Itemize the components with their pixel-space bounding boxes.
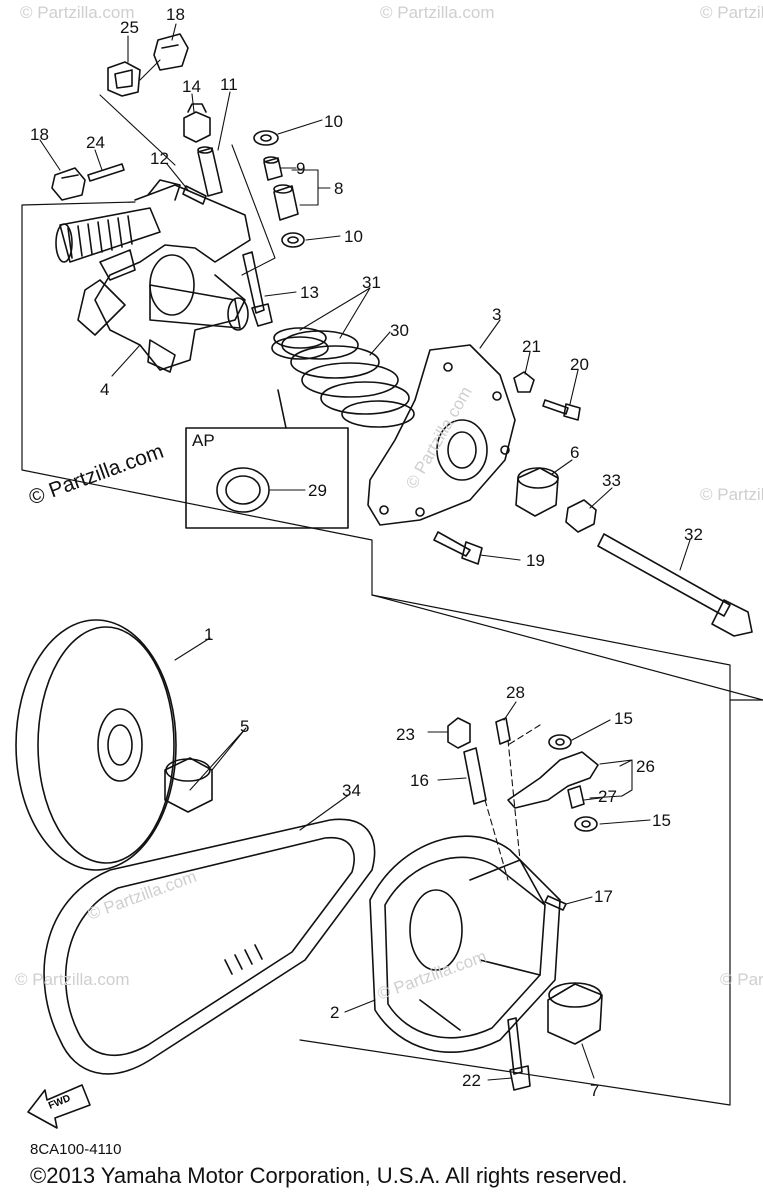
- fwd-arrow-icon: [27, 1084, 91, 1129]
- callout-5[interactable]: 5: [240, 717, 249, 736]
- callout-18[interactable]: 18: [166, 5, 185, 24]
- leader-line: [139, 59, 161, 81]
- faint-watermark: © Partzilla.com: [720, 970, 763, 989]
- callout-31[interactable]: 31: [362, 273, 381, 292]
- callout-26[interactable]: 26: [636, 757, 655, 776]
- bushing-part-7[interactable]: [547, 982, 603, 1045]
- callout-9[interactable]: 9: [296, 159, 305, 178]
- screw-part-12[interactable]: [182, 185, 207, 205]
- shim-part-29[interactable]: [216, 467, 270, 513]
- leader-line: [484, 724, 541, 881]
- faint-watermark: © Partzilla.com: [700, 3, 763, 22]
- pin-part-11[interactable]: [197, 146, 223, 197]
- callout-2[interactable]: 2: [330, 1003, 339, 1022]
- faint-watermark: © Partzilla.com: [402, 383, 476, 492]
- fwd-label: FWD: [47, 1093, 72, 1112]
- callout-16[interactable]: 16: [410, 771, 429, 790]
- callout-12[interactable]: 12: [150, 149, 169, 168]
- nut-part-23[interactable]: [447, 717, 471, 749]
- callout-15[interactable]: 15: [652, 811, 671, 830]
- bolt-part-22[interactable]: [507, 1017, 531, 1091]
- bushing-part-6[interactable]: [515, 467, 559, 517]
- bushing-part-8[interactable]: [273, 184, 299, 221]
- spring-part-30[interactable]: [281, 330, 415, 428]
- cap-part-3[interactable]: [367, 344, 516, 526]
- copyright-notice: ©2013 Yamaha Motor Corporation, U.S.A. A…: [30, 1163, 628, 1188]
- faint-watermarks: © Partzilla.com © Partzilla.com © Partzi…: [15, 3, 763, 1004]
- callout-10[interactable]: 10: [344, 227, 363, 246]
- callout-18[interactable]: 18: [30, 125, 49, 144]
- nut-part-21[interactable]: [513, 371, 535, 393]
- callout-17[interactable]: 17: [594, 887, 613, 906]
- spring-seat-part-31[interactable]: [271, 327, 329, 360]
- callout-13[interactable]: 13: [300, 283, 319, 302]
- washer-part-10-top[interactable]: [253, 130, 279, 146]
- bushing-part-27[interactable]: [567, 785, 585, 809]
- belt-part-34[interactable]: [43, 818, 376, 1075]
- faint-watermark: © Partzilla.com: [380, 3, 495, 22]
- bolt-part-20[interactable]: [542, 399, 581, 421]
- bushing-part-5[interactable]: [164, 757, 213, 813]
- bolt-part-13[interactable]: [242, 251, 273, 327]
- callout-19[interactable]: 19: [526, 551, 545, 570]
- leader-line: [231, 144, 276, 276]
- callout-6[interactable]: 6: [570, 443, 579, 462]
- washer-part-10-bottom[interactable]: [281, 232, 305, 248]
- callout-27[interactable]: 27: [598, 787, 617, 806]
- bolt-part-19[interactable]: [433, 531, 483, 565]
- callout-1[interactable]: 1: [204, 625, 213, 644]
- callout-24[interactable]: 24: [86, 133, 105, 152]
- screw-part-17[interactable]: [544, 895, 567, 911]
- callout-8[interactable]: 8: [334, 179, 343, 198]
- nut-part-14[interactable]: [183, 103, 211, 143]
- washer-part-15-bottom[interactable]: [574, 816, 598, 832]
- assembly-outline: [21, 201, 763, 1106]
- faint-watermark: © Partzilla.com: [375, 947, 489, 1004]
- callout-14[interactable]: 14: [182, 77, 201, 96]
- movable-sheave-part-2[interactable]: [369, 835, 561, 1053]
- callout-leaders: [39, 23, 691, 1081]
- callout-10[interactable]: 10: [324, 112, 343, 131]
- faint-watermark: © Partzilla.com: [700, 485, 763, 504]
- callouts: 25 18 14 11 10 9 8 10 12 18 24 13 31 30 …: [30, 5, 703, 1100]
- callout-4[interactable]: 4: [100, 380, 109, 399]
- inset-box-ap: [185, 389, 349, 529]
- callout-21[interactable]: 21: [522, 337, 541, 356]
- weight-part-26[interactable]: [507, 751, 599, 809]
- callout-32[interactable]: 32: [684, 525, 703, 544]
- washer-part-15-top[interactable]: [548, 734, 572, 750]
- part-number: 8CA100-4110: [30, 1141, 122, 1158]
- callout-11[interactable]: 11: [220, 75, 238, 94]
- leader-line: [99, 94, 176, 166]
- callout-7[interactable]: 7: [590, 1081, 599, 1100]
- callout-22[interactable]: 22: [462, 1071, 481, 1090]
- pin-part-16[interactable]: [463, 747, 487, 805]
- callout-23[interactable]: 23: [396, 725, 415, 744]
- collar-part-33[interactable]: [565, 499, 597, 533]
- callout-29[interactable]: 29: [308, 481, 327, 500]
- callout-34[interactable]: 34: [342, 781, 361, 800]
- slider-part-18-left[interactable]: [51, 167, 86, 201]
- callout-30[interactable]: 30: [390, 321, 409, 340]
- callout-3[interactable]: 3: [492, 305, 501, 324]
- callout-33[interactable]: 33: [602, 471, 621, 490]
- clip-part-25[interactable]: [107, 61, 141, 97]
- callout-25[interactable]: 25: [120, 18, 139, 37]
- pin-part-24[interactable]: [87, 163, 125, 182]
- bushing-part-9[interactable]: [263, 156, 283, 181]
- callout-28[interactable]: 28: [506, 683, 525, 702]
- fixed-sheave-part-1[interactable]: [15, 619, 177, 871]
- inset-label: AP: [192, 431, 215, 450]
- faint-watermark: © Partzilla.com: [15, 970, 130, 989]
- faint-watermark: © Partzilla.com: [85, 867, 199, 924]
- callout-20[interactable]: 20: [570, 355, 589, 374]
- spider-part-4[interactable]: [55, 179, 251, 373]
- bolt-part-32[interactable]: [597, 533, 753, 637]
- faint-watermark: © Partzilla.com: [20, 3, 135, 22]
- slider-part-18-top[interactable]: [153, 33, 189, 71]
- callout-15[interactable]: 15: [614, 709, 633, 728]
- screw-part-28[interactable]: [495, 717, 511, 745]
